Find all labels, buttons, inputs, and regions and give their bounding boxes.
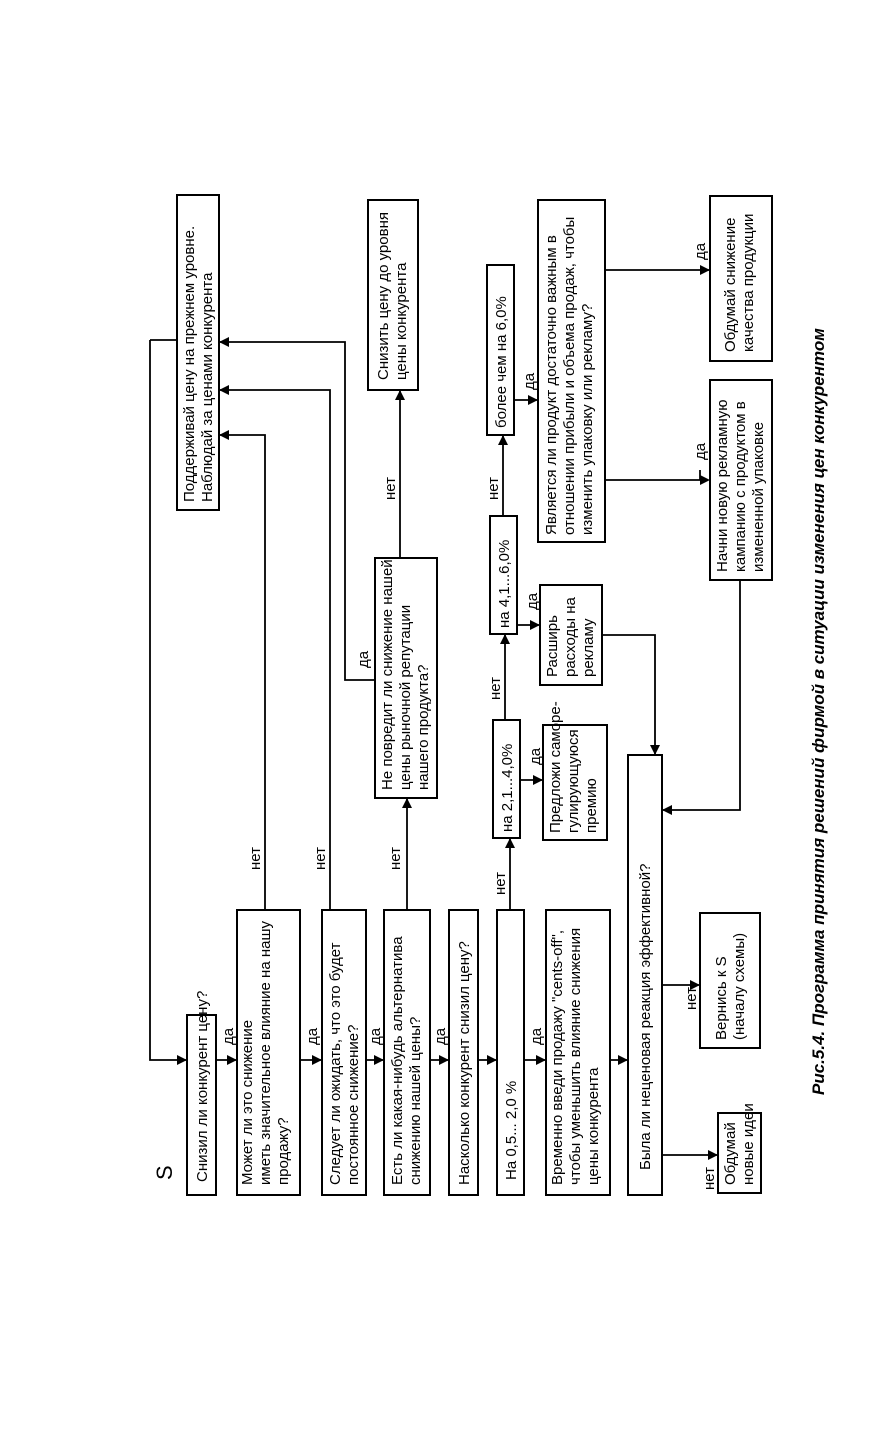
label-no-r3: нет: [485, 477, 502, 500]
text-q2: Может ли это снижение иметь значительное…: [239, 917, 292, 1185]
box-a1: [545, 909, 611, 1196]
box-r4: [486, 264, 515, 436]
text-return-s: Вернись к S (началу схемы): [713, 933, 748, 1040]
label-yes-q-rep: да: [355, 650, 372, 668]
label-no-q3: нет: [312, 847, 329, 870]
box-a2: [542, 724, 608, 841]
text-q1: Снизил ли конкурент цену?: [194, 991, 211, 1182]
label-no-q-rep: нет: [382, 477, 399, 500]
label-no-q6-new-ideas: нет: [701, 1167, 718, 1190]
box-r2: [492, 719, 521, 839]
label-no-q6-return: нет: [683, 987, 700, 1010]
box-q-rep: [374, 557, 438, 799]
label-yes-r2: да: [527, 747, 544, 765]
box-new-ideas: [717, 1112, 762, 1194]
box-q3: [321, 909, 367, 1196]
text-a4: Начни новую рекламную кампанию с продукт…: [714, 395, 767, 572]
box-q5: [448, 909, 479, 1196]
label-yes-q7-a5: да: [692, 242, 709, 260]
label-no-r2: нет: [487, 677, 504, 700]
text-q5: Насколько конкурент снизил цену?: [456, 941, 473, 1185]
box-r1: [496, 909, 525, 1196]
box-q4: [383, 909, 431, 1196]
text-r3: на 4,1...6,0%: [496, 540, 513, 628]
box-q7: [537, 199, 606, 543]
text-r1: На 0,5... 2,0 %: [503, 1081, 520, 1180]
start-label: S: [152, 1165, 177, 1180]
label-no-q4: нет: [387, 847, 404, 870]
label-yes-r4: да: [521, 372, 538, 390]
box-maintain: [176, 194, 220, 511]
figure-caption: Рис.5.4. Программа принятия решений фирм…: [809, 328, 828, 1095]
label-no-r1: нет: [492, 872, 509, 895]
text-a3: Расширь расходы на рекламу: [544, 593, 597, 677]
text-q-rep: Не повредит ли снижение нашей цены рыноч…: [379, 555, 432, 790]
text-a1: Временно введи продажу "cents-off", чтоб…: [549, 924, 602, 1185]
text-maintain: Поддерживай цену на прежнем уровне. Набл…: [181, 222, 216, 502]
text-q7: Является ли продукт достаточно важным в …: [543, 213, 596, 535]
label-no-q2: нет: [247, 847, 264, 870]
box-lower-price: [367, 199, 419, 391]
box-a3: [539, 584, 603, 686]
box-return-s: [699, 912, 761, 1049]
text-r2: на 2,1...4,0%: [499, 744, 516, 832]
text-q6: Была ли неценовая реакция эффективной?: [637, 864, 654, 1170]
text-a5: Обдумай снижение качества продукции: [722, 213, 757, 352]
label-yes-q7-a4: да: [692, 442, 709, 460]
box-q1: [186, 1014, 217, 1196]
box-q6: [627, 754, 663, 1196]
text-a2: Предложи саморе- гулирующуюся премию: [547, 697, 600, 833]
text-new-ideas: Обдумай новые идеи: [722, 1103, 757, 1185]
label-yes-r3: да: [524, 592, 541, 610]
label-yes-q4: да: [432, 1027, 449, 1045]
label-yes-r1: да: [528, 1027, 545, 1045]
label-yes-q3: да: [367, 1027, 384, 1045]
label-yes-q1: да: [220, 1027, 237, 1045]
label-yes-q2: да: [304, 1027, 321, 1045]
box-q2: [236, 909, 301, 1196]
text-r4: более чем на 6,0%: [493, 296, 510, 428]
text-lower-price: Снизить цену до уровня цены конкурента: [375, 208, 410, 380]
text-q4: Есть ли какая-нибудь альтернатива снижен…: [389, 932, 424, 1185]
box-a4: [709, 379, 773, 581]
box-a5: [709, 195, 773, 362]
text-q3: Следует ли ожидать, что это будет постоя…: [327, 938, 362, 1185]
